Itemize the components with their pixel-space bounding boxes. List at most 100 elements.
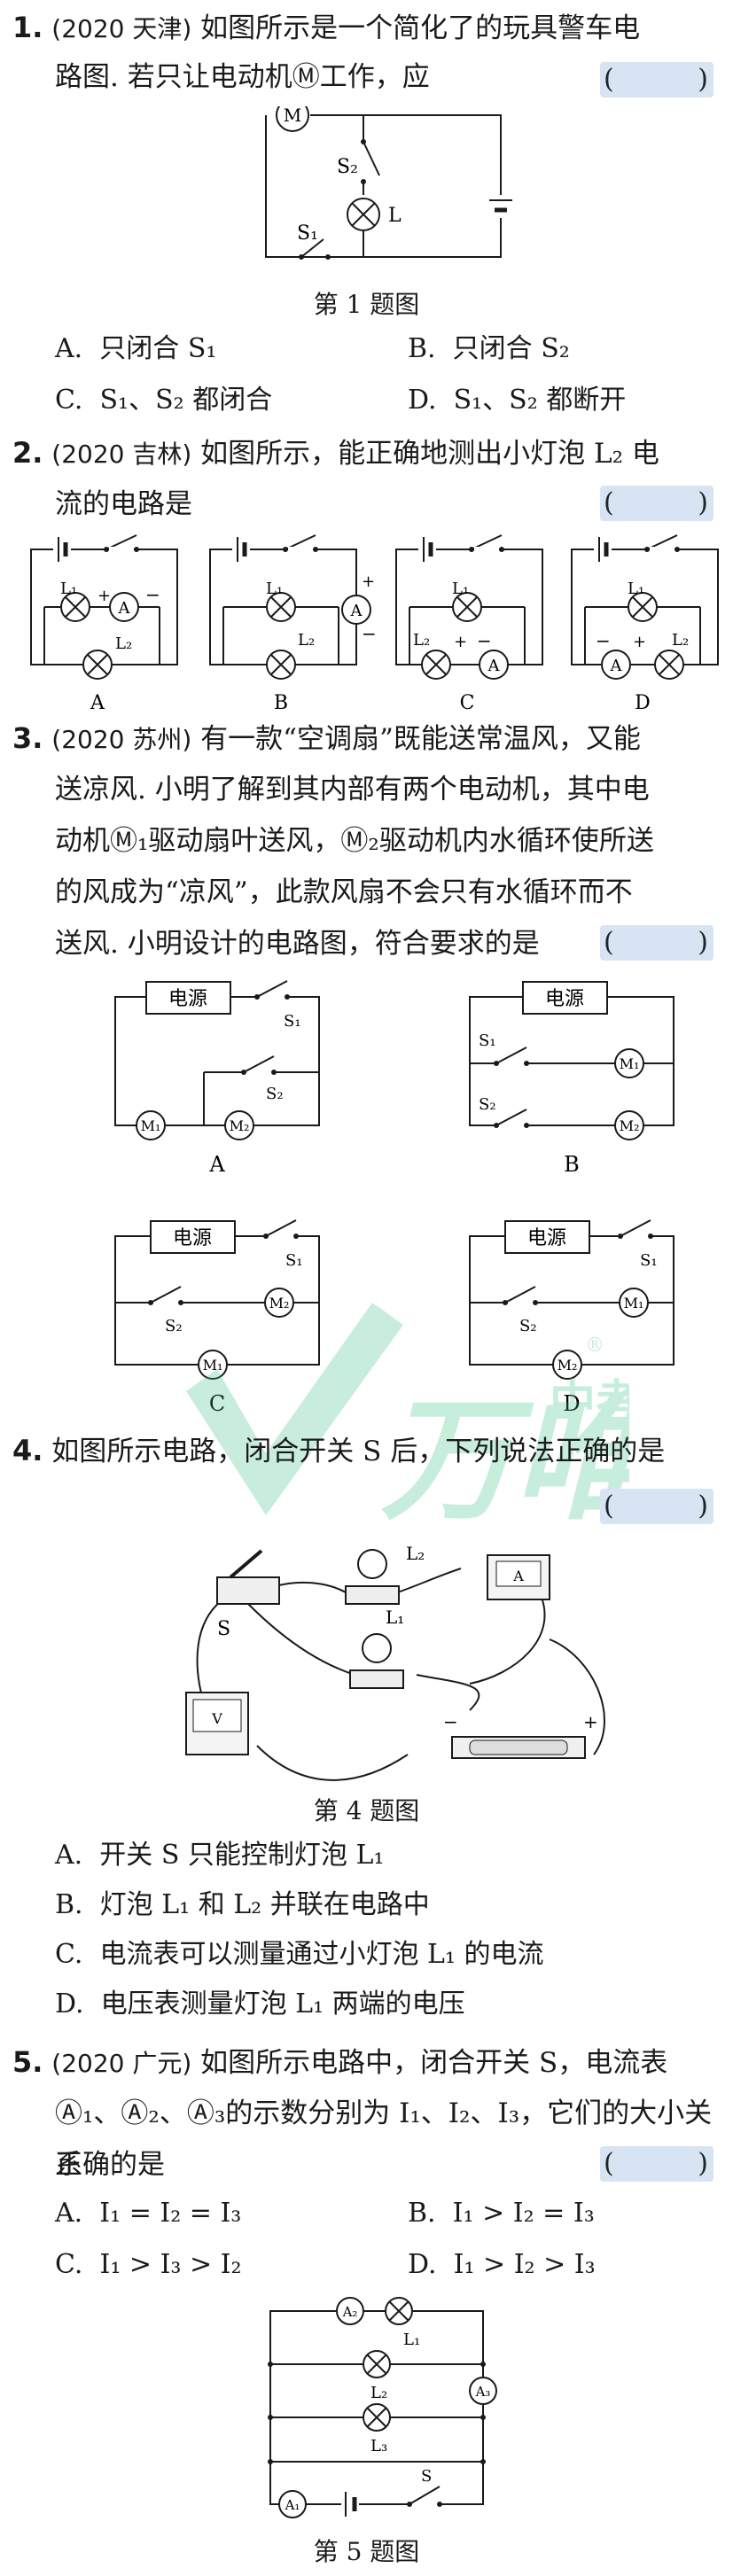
q3-figure-a[interactable]: 电源 S₁ S₂ M₁ M₂ A (114, 980, 320, 1177)
svg-text:S₂: S₂ (165, 1317, 183, 1335)
svg-text:−: − (596, 630, 611, 651)
q3-answer-bracket[interactable]: ( ) (600, 925, 714, 961)
svg-text:M₁: M₁ (141, 1117, 161, 1134)
svg-text:+: + (454, 633, 467, 651)
svg-text:S₁: S₁ (284, 1012, 301, 1031)
q2-figure-c-label: C (460, 692, 475, 714)
q5-source: (2020 广元) (51, 2049, 192, 2078)
q2-figure-b[interactable]: A L₁ L₂ + − B (209, 534, 377, 714)
svg-text:S₂: S₂ (266, 1085, 284, 1103)
q5-option-d[interactable]: D. I₁ > I₂ > I₃ (408, 2249, 596, 2280)
svg-text:电源: 电源 (527, 1227, 566, 1249)
q3-text-line3: 动机Ⓜ₁驱动扇叶送风，Ⓜ₂驱动机内水循环使所送 (55, 825, 654, 857)
svg-text:M₁: M₁ (203, 1357, 223, 1374)
q4-lamp-l1[interactable]: L₁ (349, 1607, 404, 1689)
q5-option-c[interactable]: C. I₁ > I₃ > I₂ (55, 2249, 242, 2280)
q3-figure-b[interactable]: 电源 S₁ S₂ M₁ M₂ B (469, 981, 675, 1177)
q5-circuit-figure: A₂ L₁ L₂ A₃ L₃ A₁ S (268, 2297, 497, 2518)
svg-text:L₂: L₂ (413, 631, 430, 650)
q5-answer-bracket[interactable]: ( ) (600, 2146, 714, 2182)
q2-figure-c[interactable]: A L₁ L₂ + − C (395, 534, 543, 714)
svg-text:A: A (350, 602, 363, 620)
q3-line1: 3. (2020 苏州) 有一款“空调扇”既能送常温风，又能 (12, 712, 641, 766)
q3-text-line4: 的风成为“凉风”，此款风扇不会只有水循环而不 (55, 876, 633, 908)
q3-figure-b-label: B (564, 1152, 580, 1177)
q2-text-line2: 流的电路是 (55, 488, 192, 520)
q2-figure-d-label: D (635, 692, 651, 714)
q4-switch[interactable]: S (216, 1549, 280, 1640)
svg-text:M₂: M₂ (558, 1357, 578, 1374)
q1-lamp-label: L (388, 205, 402, 227)
svg-text:电源: 电源 (168, 988, 207, 1010)
svg-text:S₁: S₁ (285, 1251, 303, 1270)
q4-circuit-photo: S L₂ A L₁ V − + (185, 1543, 605, 1781)
q5-text-line2: Ⓐ₁、Ⓐ₂、Ⓐ₃的示数分别为 I₁、I₂、I₃，它们的大小关系 (55, 2097, 713, 2181)
q3-source: (2020 苏州) (51, 725, 192, 754)
svg-text:S₂: S₂ (479, 1095, 496, 1114)
q5-a3-label: A₃ (475, 2384, 491, 2400)
q2-line1: 2. (2020 吉林) 如图所示，能正确地测出小灯泡 L₂ 电 (12, 427, 659, 480)
q4-caption: 第 4 题图 (313, 1796, 420, 1825)
q2-figure-a[interactable]: A L₁ + − L₂ A (30, 534, 178, 714)
svg-text:L₂: L₂ (370, 2384, 387, 2402)
svg-text:A: A (512, 1568, 524, 1584)
svg-text:L₁: L₁ (403, 2331, 420, 2349)
q2-text-line1: 如图所示，能正确地测出小灯泡 L₂ 电 (200, 438, 659, 470)
q1-caption: 第 1 题图 (313, 290, 420, 319)
svg-text:−: − (362, 623, 377, 644)
q4-answer-bracket[interactable]: ( ) (600, 1489, 714, 1524)
q1-answer-bracket[interactable]: ( ) (600, 62, 714, 97)
svg-text:L₁: L₁ (266, 580, 283, 598)
q4-battery[interactable]: − + (443, 1711, 598, 1759)
svg-text:L₁: L₁ (60, 580, 77, 598)
svg-text:M₁: M₁ (624, 1295, 644, 1311)
q5-option-b[interactable]: B. I₁ > I₂ = I₃ (408, 2198, 595, 2229)
q4-ammeter[interactable]: A (487, 1554, 550, 1600)
svg-text:S: S (217, 1618, 230, 1640)
q4-line1: 4. 如图所示电路，闭合开关 S 后，下列说法正确的是 (12, 1425, 665, 1477)
q1-s2-label: S₂ (337, 156, 358, 178)
q5-line1: 5. (2020 广元) 如图所示电路中，闭合开关 S，电流表 (12, 2036, 667, 2090)
q4-option-b[interactable]: B. 灯泡 L₁ 和 L₂ 并联在电路中 (55, 1889, 430, 1920)
svg-text:S₁: S₁ (640, 1251, 658, 1270)
q4-voltmeter[interactable]: V (185, 1692, 249, 1755)
q2-source: (2020 吉林) (51, 440, 192, 469)
q3-figure-d-label: D (563, 1391, 580, 1416)
q1-circuit-figure: M S₂ L S₁ (265, 106, 514, 260)
q3-text-line2: 送凉风. 小明了解到其内部有两个电动机，其中电 (55, 774, 650, 805)
q1-motor-label: M (284, 106, 301, 126)
svg-text:L₁: L₁ (628, 580, 644, 598)
svg-text:V: V (211, 1710, 222, 1727)
q2-figure-a-label: A (90, 692, 105, 714)
svg-text:L₂: L₂ (672, 631, 689, 650)
q1-option-b[interactable]: B. 只闭合 S₂ (408, 333, 570, 364)
q4-option-c[interactable]: C. 电流表可以测量通过小灯泡 L₁ 的电流 (55, 1939, 544, 1970)
svg-text:+: + (362, 572, 375, 591)
q2-figure-d[interactable]: A L₁ L₂ − + D (571, 534, 719, 714)
q3-figure-d[interactable]: 电源 S₁ S₂ M₁ M₂ D (469, 1219, 675, 1416)
q1-option-d[interactable]: D. S₁、S₂ 都断开 (408, 385, 627, 416)
svg-text:A: A (487, 657, 501, 675)
q5-text-line3: 正确的是 (55, 2149, 165, 2181)
q4-lamp-l2[interactable]: L₂ (345, 1543, 425, 1605)
svg-text:+: + (583, 1711, 598, 1732)
q5-option-a[interactable]: A. I₁ = I₂ = I₃ (55, 2198, 242, 2229)
svg-text:M₂: M₂ (269, 1295, 290, 1311)
svg-text:−: − (477, 630, 492, 651)
q2-answer-bracket[interactable]: ( ) (600, 486, 714, 521)
svg-text:−: − (443, 1711, 458, 1732)
svg-text:+: + (633, 633, 646, 651)
q1-option-a[interactable]: A. 只闭合 S₁ (55, 333, 217, 364)
q4-option-d[interactable]: D. 电压表测量灯泡 L₁ 两端的电压 (55, 1988, 465, 2020)
q3-circuit-figures: 电源 S₁ S₂ M₁ M₂ A 电源 S₁ S₂ M₁ M₂ B 电源 (114, 980, 675, 1416)
q5-a1-label: A₁ (285, 2497, 300, 2513)
q1-number: 1. (12, 11, 43, 44)
q3-figure-c[interactable]: 电源 S₁ S₂ M₂ M₁ C (114, 1219, 320, 1416)
q1-option-c[interactable]: C. S₁、S₂ 都闭合 (55, 385, 273, 416)
svg-text:M₁: M₁ (620, 1055, 640, 1072)
svg-text:A: A (118, 599, 131, 618)
svg-text:M₂: M₂ (230, 1117, 250, 1134)
q1-line1: 1. (2020 天津) 如图所示是一个简化了的玩具警车电 (12, 2, 640, 55)
q4-option-a[interactable]: A. 开关 S 只能控制灯泡 L₁ (55, 1840, 385, 1871)
svg-text:S₁: S₁ (479, 1031, 496, 1050)
